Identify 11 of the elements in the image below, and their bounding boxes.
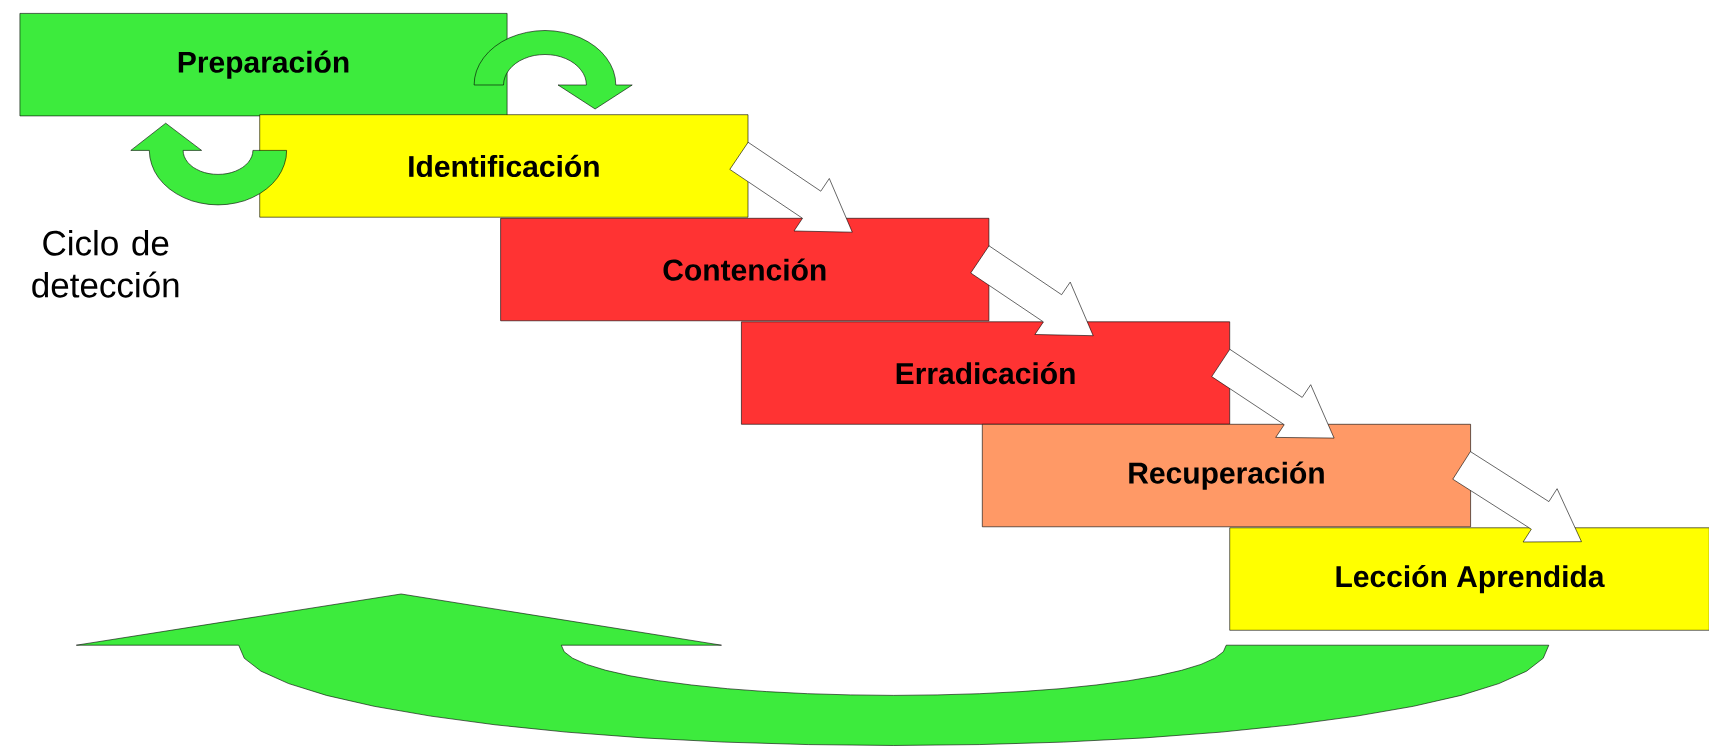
arrow xyxy=(1452,451,1582,543)
arrow xyxy=(1211,349,1335,439)
step-box: Preparación xyxy=(19,13,508,117)
step-box: Erradicación xyxy=(741,321,1230,425)
arrow xyxy=(729,142,853,233)
caption-text: Ciclo de detección xyxy=(32,229,179,298)
step-box: Lección Aprendida xyxy=(1229,527,1709,631)
step-box: Identificación xyxy=(259,114,749,218)
arrow xyxy=(970,245,1094,336)
step-box: Recuperación xyxy=(982,424,1471,528)
step-box: Contención xyxy=(500,218,990,322)
